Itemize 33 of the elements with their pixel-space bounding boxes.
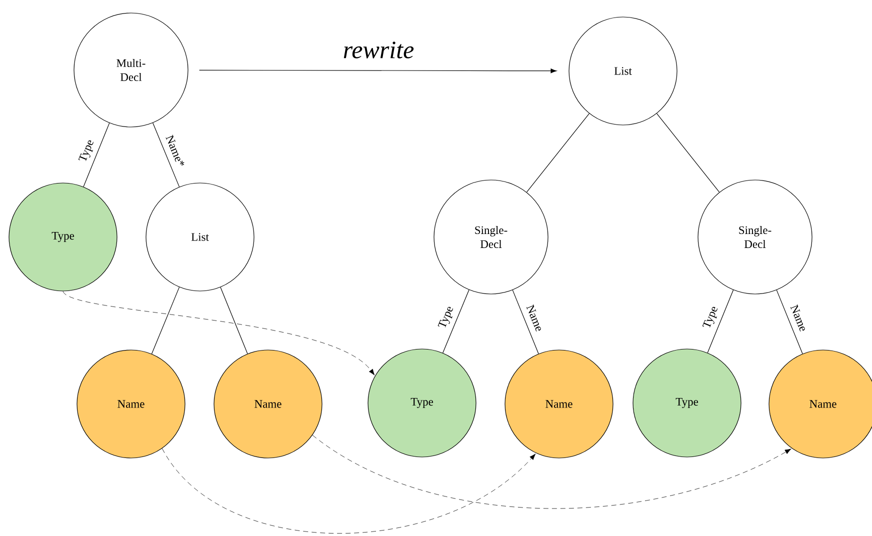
edge-label: Type — [702, 306, 718, 328]
dashed-arrow — [62, 291, 375, 376]
dashed-arrow — [162, 448, 536, 534]
tree-node: Name — [214, 350, 322, 458]
edge-label: Name — [790, 304, 805, 332]
tree-node: Single-Decl — [698, 180, 812, 294]
tree-edge — [512, 290, 539, 354]
tree-node: Name — [504, 350, 614, 458]
tree-edge — [526, 113, 590, 192]
tree-node: Name — [76, 350, 186, 458]
tree-node: Name — [768, 350, 872, 458]
edge-label: Name — [526, 304, 541, 332]
arrow — [199, 68, 557, 74]
tree-edge — [442, 290, 470, 354]
tree-edge — [707, 290, 734, 354]
edge-label: Type — [78, 140, 94, 161]
tree-edge — [656, 113, 720, 192]
dashed-arrow — [312, 434, 792, 509]
tree-edge — [151, 286, 180, 354]
tree-node: Single-Decl — [434, 180, 548, 294]
tree-node: Multi-Decl — [74, 12, 188, 128]
edge-label: Type — [438, 306, 453, 328]
tree-node: Type — [8, 182, 118, 292]
tree-node: List — [568, 16, 678, 126]
tree-node: List — [146, 182, 254, 292]
tree-edge — [152, 122, 180, 188]
tree-edge — [220, 287, 248, 354]
tree-edge — [776, 290, 803, 354]
tree-node: Type — [632, 348, 742, 458]
edge-label: Name* — [166, 134, 184, 166]
tree-node: Type — [368, 348, 476, 458]
edge-label: rewrite — [344, 42, 414, 58]
tree-edge — [83, 122, 110, 188]
